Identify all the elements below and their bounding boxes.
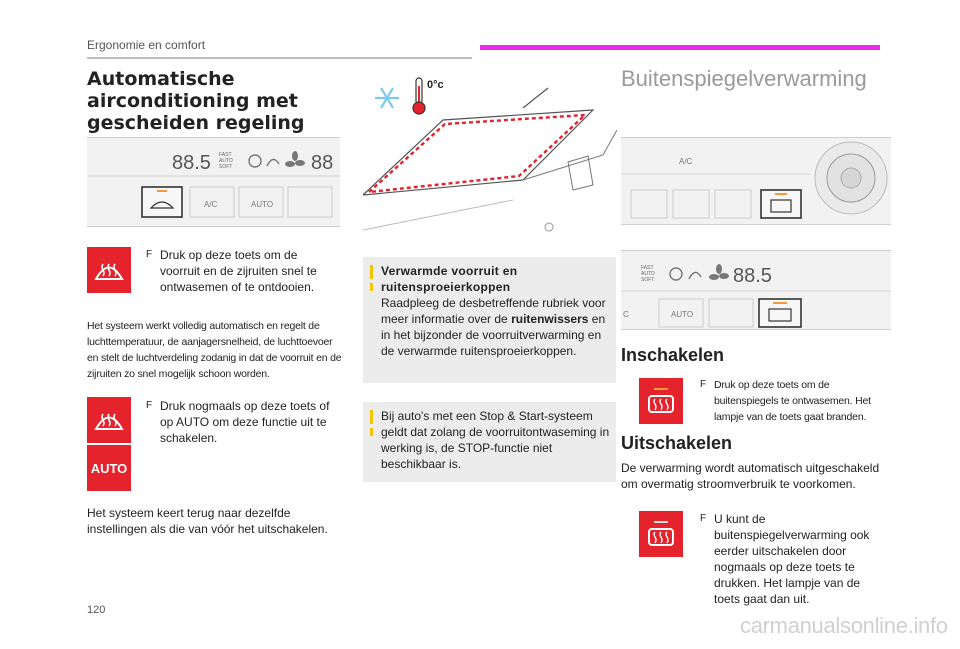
switch-off-intro: De verwarming wordt automatisch uitgesch… <box>621 461 880 491</box>
note-body: Raadpleeg de desbetreffende rubriek voor… <box>381 296 606 358</box>
header-divider <box>87 57 472 59</box>
climate-panel-drawing: 88.5 FAST AUTO SOFT 88 A/C AUTO <box>87 151 340 218</box>
rear-heating-on-icon <box>648 388 674 413</box>
panel2-auto-small: AUTO <box>641 271 655 277</box>
panel1-ac-label: A/C <box>679 157 693 166</box>
rear-heating-icon <box>770 199 792 213</box>
note-text: Bij auto's met een Stop & Start-systeem … <box>381 409 610 471</box>
air-flow-icon <box>688 271 702 280</box>
info-icon-dot <box>370 283 373 291</box>
panel-auto-small: AUTO <box>219 158 233 164</box>
mirror-panel-illustration-2: FAST AUTO SOFT 88.5 C AUTO <box>621 250 891 330</box>
info-note-heated-windscreen: Verwarmde voorruit en ruitensproeierkopp… <box>363 257 616 383</box>
bullet-marker: F <box>700 379 706 390</box>
step-1-text: Druk op deze toets om de voorruit en de … <box>160 248 317 294</box>
info-icon <box>370 265 373 279</box>
switch-on-heading: Inschakelen <box>621 345 725 365</box>
watermark: carmanualsonline.info <box>740 613 948 638</box>
rear-heating-icon <box>768 308 792 322</box>
front-defrost-icon <box>94 263 124 280</box>
panel-soft: SOFT <box>219 164 232 170</box>
thermometer-icon <box>412 77 426 115</box>
dashboard-drawing-1: A/C <box>621 141 888 219</box>
mirror-led <box>775 193 787 195</box>
defrost-symbol-icon <box>149 201 175 209</box>
front-defrost-button-icon-2 <box>87 397 131 443</box>
panel2-digits: 88.5 <box>733 265 772 287</box>
dashboard-drawing-2: FAST AUTO SOFT 88.5 C AUTO <box>621 264 891 328</box>
fan-icon <box>709 264 729 280</box>
info-icon-dot <box>370 428 373 436</box>
header-accent-bar <box>480 45 880 50</box>
switch-on-step: F Druk op deze toets om de buitenspiegel… <box>700 377 885 425</box>
front-defrost-icon <box>94 413 124 430</box>
defrost-led <box>157 190 167 192</box>
windscreen-outline <box>361 109 595 196</box>
mirror-heating-button-icon-off <box>639 511 683 557</box>
mirror-panel-illustration-1: A/C <box>621 137 891 225</box>
note-title: Verwarmde voorruit en ruitensproeierkopp… <box>381 264 518 294</box>
bullet-marker: F <box>146 249 153 260</box>
page-number: 120 <box>87 604 106 616</box>
car-windscreen-drawing: 0°c <box>361 77 618 232</box>
panel2-fast: FAST <box>641 265 654 271</box>
bullet-marker: F <box>146 400 153 411</box>
switch-on-text: Druk op deze toets om de buitenspiegels … <box>714 379 871 423</box>
switch-off-step: F U kunt de buitenspiegelverwarming ook … <box>700 511 875 607</box>
system-note: Het systeem werkt volledig automatisch e… <box>87 320 342 380</box>
mirror-outline <box>567 155 594 191</box>
step-1: F Druk op deze toets om de voorruit en d… <box>146 247 336 295</box>
windscreen-illustration: 0°c <box>361 70 618 242</box>
snowflake-icon <box>375 87 399 109</box>
left-footer-text: Het systeem keert terug naar dezelfde in… <box>87 506 328 536</box>
panel-fast: FAST <box>219 152 232 158</box>
panel2-soft: SOFT <box>641 277 654 283</box>
mirror-led <box>773 302 787 304</box>
panel2-c-label: C <box>623 310 629 319</box>
panel-auto-label: AUTO <box>251 200 273 209</box>
air-flow-icon <box>266 158 280 167</box>
rear-heating-off-icon <box>648 521 674 546</box>
panel-digits-left: 88.5 <box>172 152 211 174</box>
left-heading: Automatische airconditioning met geschei… <box>87 68 305 134</box>
switch-off-heading: Uitschakelen <box>621 433 733 453</box>
note-bold-term: ruitenwissers <box>511 312 589 326</box>
panel-digits-right: 88 <box>311 152 333 174</box>
info-icon <box>370 410 373 424</box>
bullet-marker: F <box>700 513 707 524</box>
panel-ac-label: A/C <box>204 200 218 209</box>
climate-panel-illustration: 88.5 FAST AUTO SOFT 88 A/C AUTO <box>87 137 340 227</box>
right-heading: Buitenspiegelverwarming <box>621 66 867 91</box>
auto-button-icon: AUTO <box>87 445 131 491</box>
mirror-heating-button-icon-on <box>639 378 683 424</box>
step-2: F Druk nogmaals op deze toets of op AUTO… <box>146 398 336 446</box>
recirculation-icon <box>669 267 683 281</box>
info-note-stop-start: Bij auto's met een Stop & Start-systeem … <box>363 402 616 482</box>
recirculation-icon <box>248 154 262 168</box>
switch-off-text: U kunt de buitenspiegelverwarming ook ee… <box>714 512 870 606</box>
panel2-auto-label: AUTO <box>671 310 693 319</box>
heating-wires <box>365 113 589 194</box>
front-defrost-button-icon <box>87 247 131 293</box>
temperature-label: 0°c <box>427 79 444 91</box>
step-2-text: Druk nogmaals op deze toets of op AUTO o… <box>160 399 330 445</box>
section-title: Ergonomie en comfort <box>87 38 206 52</box>
auto-icon-label: AUTO <box>90 460 128 476</box>
fan-icon <box>285 151 305 167</box>
